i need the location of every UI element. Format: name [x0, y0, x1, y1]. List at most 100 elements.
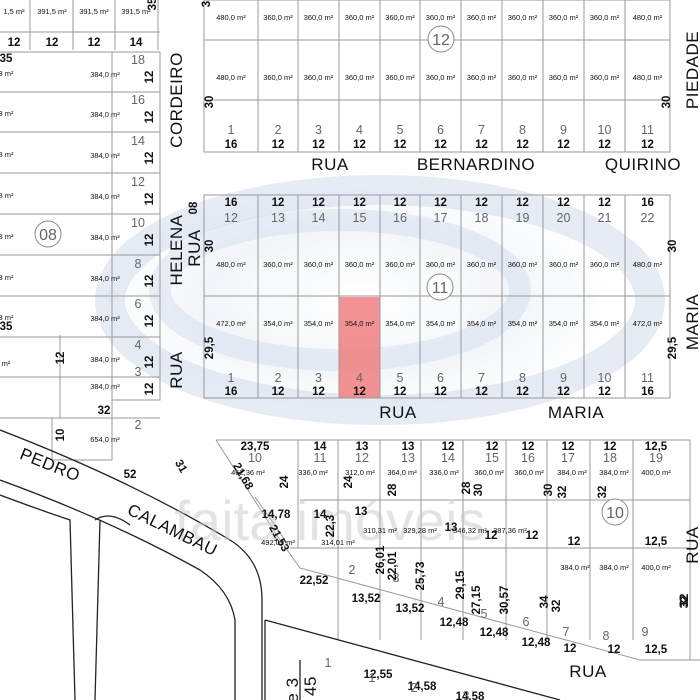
lot-number: 8 [519, 371, 526, 385]
lot-area: 336,0 m² [298, 468, 328, 477]
lot-front: 12 [272, 197, 285, 209]
lot-number: 14 [441, 451, 455, 465]
lot-number: 3 [135, 365, 142, 379]
lot-area: 384,0 m² [599, 563, 629, 572]
lot-front: 12 [394, 139, 407, 151]
lot-side: 12 [144, 234, 156, 247]
lot-number: 2 [349, 563, 356, 577]
lot-area: 329,28 m² [403, 526, 437, 535]
lot-area: 360,0 m² [263, 13, 293, 22]
lot-area: 384,0 m² [90, 70, 120, 79]
lot-front: 12 [312, 139, 325, 151]
lot-area: 310,31 m² [363, 526, 397, 535]
lot-area: 400,0 m² [641, 468, 671, 477]
lot-side: 32 [557, 486, 569, 499]
lot-side: 34 [539, 595, 551, 608]
street-cordeiro: CORDEIRO [167, 52, 186, 148]
lot-front: 12 [485, 530, 498, 542]
lot-area: 360,0 m² [304, 73, 334, 82]
lot-area: 384,0 m² [90, 355, 120, 364]
lot-number: 15 [485, 451, 499, 465]
lot-area: 336,0 m² [429, 468, 459, 477]
lot-front: 14,58 [408, 681, 437, 693]
lot-front: 14 [314, 509, 327, 521]
lot-front: 12 [557, 386, 570, 398]
lot-area: 360,0 m² [345, 73, 375, 82]
lot-number: 6 [437, 371, 444, 385]
lot-number: 1 [369, 671, 376, 685]
lot-area: 354,0 m² [385, 319, 415, 328]
lot-front: 12 [475, 386, 488, 398]
lot-number: 18 [131, 53, 145, 67]
lot-area: 3 m² [0, 313, 14, 322]
lot-front: 22,52 [300, 575, 329, 587]
lot-area: 387,36 m² [493, 526, 527, 535]
lot-front: 13 [356, 441, 369, 453]
lot-area: 360,0 m² [426, 13, 456, 22]
lot-side: 12 [55, 352, 67, 365]
lot-number: 10 [131, 216, 145, 230]
lot-number: 16 [393, 211, 407, 225]
lot-number: 10 [598, 123, 612, 137]
lot-front: 12 [475, 197, 488, 209]
lot-area: 3 m² [0, 191, 14, 200]
lot-number: 6 [523, 615, 530, 629]
lot-area: 354,0 m² [426, 319, 456, 328]
lot-front: 13 [445, 522, 458, 534]
lot-area: 360,0 m² [304, 13, 334, 22]
lot-number: 17 [561, 451, 575, 465]
lot-area: 1,5 m² [3, 7, 25, 16]
lot-side: 30 [473, 484, 485, 497]
lot-front: 12 [608, 644, 621, 656]
lot-number: 1 [325, 656, 332, 670]
lot-area: 480,0 m² [216, 260, 246, 269]
lot-area: 3 m² [0, 232, 14, 241]
lot-area: 384,0 m² [90, 314, 120, 323]
lot-side: 12 [144, 71, 156, 84]
lot-number: 18 [603, 451, 617, 465]
lot-side: 12 [144, 356, 156, 369]
lot-number: 4 [356, 371, 363, 385]
lot-front: 12 [598, 197, 611, 209]
lot-front: 13 [402, 441, 415, 453]
lot-front: 12 [568, 536, 581, 548]
lot-number: 13 [271, 211, 285, 225]
lot-front: 12 [312, 197, 325, 209]
lot-area: 384,0 m² [90, 233, 120, 242]
lot-number: 4 [135, 338, 142, 352]
lot-front: 14 [130, 37, 143, 49]
lot-area: 384,0 m² [599, 468, 629, 477]
lot-area: 360,0 m² [263, 260, 293, 269]
lot-number: 12 [224, 211, 238, 225]
lot-front: 12,5 [645, 536, 668, 548]
lot-number: 13 [401, 451, 415, 465]
lot-front: 16 [641, 197, 654, 209]
block-08 [0, 51, 161, 461]
lot-area: 360,0 m² [385, 73, 415, 82]
lot-side: 30 [204, 240, 216, 253]
lot-area: 360,0 m² [590, 73, 620, 82]
lot-area: 462,36 m² [231, 468, 265, 477]
lot-area: 360,0 m² [304, 260, 334, 269]
lot-number: 3 [463, 689, 470, 700]
lot-side: 35 [147, 0, 159, 10]
lot-area: 314,01 m² [321, 538, 355, 547]
lot-number: 4 [438, 595, 445, 609]
lot-area: 360,0 m² [508, 73, 538, 82]
lot-number: 10 [248, 451, 262, 465]
lot-area: m² [2, 359, 11, 368]
lot-number: 8 [135, 257, 142, 271]
lot-area: 360,0 m² [549, 73, 579, 82]
lot-side: 30 [667, 240, 679, 253]
lot-side: 32 [679, 596, 691, 609]
lot-number: 9 [560, 123, 567, 137]
lot-front: 12 [598, 386, 611, 398]
street-piedade: PIEDADE [683, 31, 700, 109]
lot-front: 12 [557, 139, 570, 151]
lot-area: 354,0 m² [345, 319, 375, 328]
partial-label: e 3 [283, 677, 302, 700]
lot-side: 08 [188, 201, 200, 214]
highlighted-lot[interactable] [339, 297, 380, 398]
lot-front: 12 [442, 441, 455, 453]
road-lines [0, 429, 561, 700]
